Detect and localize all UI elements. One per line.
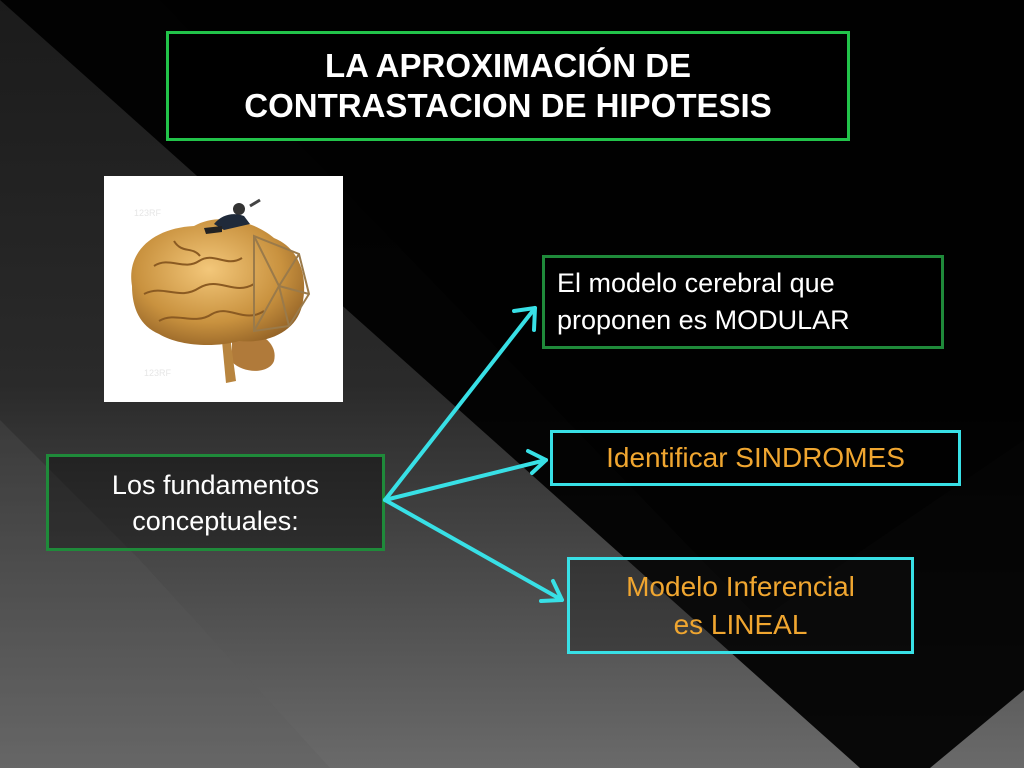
branch-inferencial-line-2: es LINEAL: [673, 608, 808, 640]
svg-text:123RF: 123RF: [144, 368, 172, 378]
branch-box-inferencial: Modelo Inferencial es LINEAL: [567, 557, 914, 654]
branch-box-sindromes: Identificar SINDROMES: [550, 430, 961, 486]
fundamentos-line-2: conceptuales:: [132, 505, 299, 536]
slide-title-box: LA APROXIMACIÓN DE CONTRASTACION DE HIPO…: [166, 31, 850, 141]
fundamentos-line-1: Los fundamentos: [111, 469, 320, 500]
branch-box-modular: El modelo cerebral que proponen es MODUL…: [542, 255, 944, 349]
fundamentos-box: Los fundamentos conceptuales:: [46, 454, 385, 551]
slide-title-line-2: CONTRASTACION DE HIPOTESIS: [244, 87, 772, 124]
branch-inferencial-line-1: Modelo Inferencial: [626, 570, 855, 602]
brain-illustration: 123RF 123RF 123RF: [104, 176, 343, 402]
branch-modular-line-1: El modelo cerebral que: [557, 268, 835, 298]
slide-title-line-1: LA APROXIMACIÓN DE: [324, 47, 692, 84]
svg-text:123RF: 123RF: [134, 208, 162, 218]
brain-icon: 123RF 123RF 123RF: [131, 198, 311, 383]
branch-sindromes-line-1: Identificar SINDROMES: [606, 442, 905, 473]
branch-modular-line-2: proponen es MODULAR: [557, 305, 850, 335]
